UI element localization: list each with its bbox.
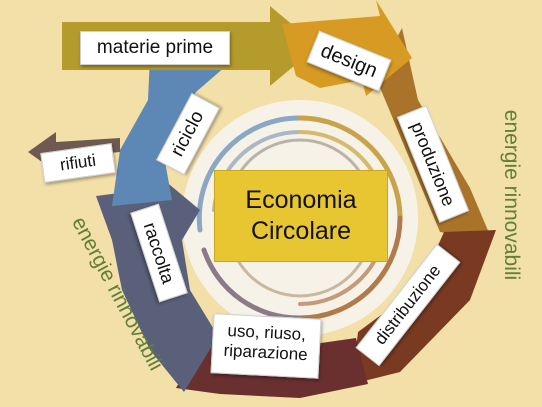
center-title: Economia Circolare bbox=[214, 170, 388, 262]
label-materie-prime: materie prime bbox=[80, 31, 230, 65]
center-title-line2: Circolare bbox=[250, 217, 352, 245]
center-title-line1: Economia bbox=[245, 186, 357, 214]
label-uso-riparazione: uso, riuso, riparazione bbox=[210, 313, 322, 379]
energy-label-right: energie rinnovabili bbox=[500, 109, 523, 281]
arrow-riciclo bbox=[112, 56, 226, 206]
label-uso-line2: riparazione bbox=[223, 340, 309, 365]
